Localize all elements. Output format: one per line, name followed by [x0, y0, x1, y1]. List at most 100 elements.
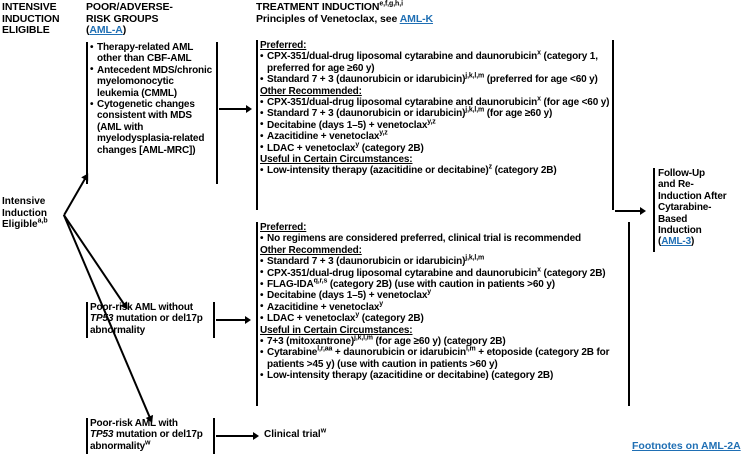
risk-group-2-line2-rest: mutation or del17p: [113, 313, 203, 325]
entry-line3: Eligiblea,b: [2, 217, 64, 231]
arrowhead-treatment-to-outcome: [640, 207, 646, 215]
header-col2-line3: (AML-A): [86, 24, 196, 37]
list-item: CPX-351/dual-drug liposomal cytarabine a…: [260, 266, 626, 279]
paren-close: ): [122, 24, 127, 36]
treatment-2-other-heading: Other Recommended:: [260, 244, 362, 256]
list-item: Decitabine (days 1–5) + venetoclaxy: [260, 289, 626, 302]
risk-group-3-gene: TP53: [90, 429, 114, 441]
arrowhead-group1-to-treatment1: [246, 105, 252, 113]
list-item: CPX-351/dual-drug liposomal cytarabine a…: [260, 50, 610, 74]
risk-group-3: Poor-risk AML with TP53 mutation or del1…: [90, 418, 214, 452]
treatment-2-preferred-item-1: No regimens are considered preferred, cl…: [267, 233, 581, 245]
outcome-left-bar: [653, 168, 655, 252]
entry-line3-superscript: a,b: [37, 217, 48, 225]
risk-group-3-line2: TP53 mutation or del17p: [90, 429, 214, 440]
arrowhead-group2-to-treatment2: [245, 316, 251, 324]
treatment-3-superscript: w: [320, 427, 327, 435]
paren-open: (: [86, 24, 90, 36]
treatment-block-1: Preferred: CPX-351/dual-drug liposomal c…: [260, 40, 610, 177]
treatment-2-preferred-list: No regimens are considered preferred, cl…: [260, 233, 626, 245]
outcome-line3: Induction After: [658, 190, 727, 202]
risk-group-3-line3: abnormalityw: [90, 439, 214, 452]
treatment-2-preferred-heading: Preferred:: [260, 222, 307, 233]
list-item: Azacitidine + venetoclaxy,z: [260, 130, 610, 143]
list-item: Standard 7 + 3 (daunorubicin or idarubic…: [260, 255, 626, 268]
entry-line3-text: Eligible: [2, 219, 38, 231]
link-aml-k[interactable]: AML-K: [399, 12, 434, 25]
header-col2-line2: RISK GROUPS: [86, 12, 159, 25]
list-item: FLAG-IDAq,r,s (category 2B) (use with ca…: [260, 278, 626, 291]
treatment-1-preferred-list: CPX-351/dual-drug liposomal cytarabine a…: [260, 50, 610, 86]
treatment-1-right-bar: [612, 40, 614, 210]
header-col1-line2: INDUCTION: [2, 12, 60, 25]
connector-group2-to-treatment2: [216, 319, 246, 321]
risk-group-1: Therapy-related AML other than CBF-AML A…: [90, 42, 216, 156]
outcome-line1: Follow-Up: [658, 168, 705, 179]
list-item: Low-intensity therapy (azacitidine or de…: [260, 370, 626, 382]
list-item: Azacitidine + venetoclaxy: [260, 301, 626, 314]
footnotes-container: Footnotes on AML-2A: [632, 436, 741, 454]
arrowhead-group3-to-treatment3: [253, 432, 259, 440]
link-aml-3[interactable]: AML-3: [661, 236, 691, 248]
outcome-line5: Based: [658, 213, 688, 225]
risk-group-3-line2-rest: mutation or del17p: [113, 429, 203, 441]
treatment-2-right-bar: [628, 222, 630, 406]
treatment-3-text: Clinical trial: [264, 429, 321, 440]
treatment-block-2: Preferred: No regimens are considered pr…: [260, 222, 626, 382]
outcome-node: Follow-Up and Re- Induction After Cytara…: [658, 168, 748, 248]
treatment-1-left-bar: [256, 40, 258, 210]
list-item: Therapy-related AML other than CBF-AML: [90, 42, 216, 65]
treatment-2-left-bar: [256, 222, 258, 406]
connector-group1-to-treatment1: [219, 108, 247, 110]
header-column-2: POOR/ADVERSE- RISK GROUPS (AML-A): [86, 1, 196, 37]
list-item: Low-intensity therapy (azacitidine or de…: [260, 164, 610, 177]
risk-group-1-item-3: Cytogenetic changes consistent with MDS …: [97, 99, 205, 156]
risk-group-2-line1: Poor-risk AML without: [90, 302, 193, 313]
risk-group-1-item-2: Antecedent MDS/chronic myelomonocytic le…: [97, 64, 213, 99]
list-item: Decitabine (days 1–5) + venetoclaxy,z: [260, 119, 610, 132]
entry-node-intensive-induction-eligible: Intensive Induction Eligiblea,b: [2, 196, 64, 231]
arrow-entry-to-group1: [63, 174, 88, 216]
header-col1-line3: ELIGIBLE: [2, 24, 50, 36]
header-col3-line1: TREATMENT INDUCTIONe,f,g,h,i: [256, 1, 586, 14]
treatment-2-useful-list: 7+3 (mitoxantrone)j,k,l,m (for age ≥60 y…: [260, 335, 626, 382]
arrow-entry-to-group2: [63, 214, 128, 309]
risk-group-1-item-1: Therapy-related AML other than CBF-AML: [97, 42, 194, 65]
list-item: Standard 7 + 3 (daunorubicin or idarubic…: [260, 107, 610, 120]
connector-treatment-to-outcome: [615, 210, 641, 212]
principles-text: Principles of Venetoclax, see: [256, 12, 400, 25]
link-aml-a[interactable]: AML-A: [89, 24, 123, 36]
connector-group3-to-treatment3: [216, 435, 254, 437]
risk-group-2-left-bar: [86, 302, 88, 338]
risk-group-2-right-bar: [213, 302, 215, 338]
header-col3-title: TREATMENT INDUCTION: [256, 1, 380, 13]
risk-group-2-line3: abnormality: [90, 324, 146, 336]
header-col2-line1: POOR/ADVERSE-: [86, 1, 173, 13]
risk-group-3-line3-text: abnormality: [90, 440, 146, 452]
risk-group-3-left-bar: [86, 418, 88, 454]
risk-group-2-gene: TP53: [90, 313, 114, 325]
entry-line2: Induction: [2, 207, 47, 219]
entry-line1: Intensive: [2, 196, 46, 207]
treatment-1-preferred-heading: Preferred:: [260, 40, 307, 51]
risk-group-3-line1: Poor-risk AML with: [90, 418, 178, 429]
list-item: Standard 7 + 3 (daunorubicin or idarubic…: [260, 73, 610, 86]
list-item: LDAC + venetoclaxy (category 2B): [260, 141, 610, 154]
outcome-line6: Induction: [658, 225, 702, 237]
list-item: Cytogenetic changes consistent with MDS …: [90, 99, 216, 156]
list-item: Antecedent MDS/chronic myelomonocytic le…: [90, 64, 216, 99]
list-item: No regimens are considered preferred, cl…: [260, 233, 626, 245]
treatment-2-other-list: Standard 7 + 3 (daunorubicin or idarubic…: [260, 255, 626, 325]
outcome-line2: and Re-: [658, 179, 694, 191]
header-col3-line2: Principles of Venetoclax, see AML-K: [256, 12, 586, 26]
header-column-3: TREATMENT INDUCTIONe,f,g,h,i Principles …: [256, 1, 586, 26]
risk-group-2-line2: TP53 mutation or del17p: [90, 313, 214, 324]
outcome-paren-open: (: [658, 236, 662, 248]
list-item: 7+3 (mitoxantrone)j,k,l,m (for age ≥60 y…: [260, 335, 626, 348]
header-col1-line1: INTENSIVE: [2, 1, 57, 13]
link-footnotes-aml-2a[interactable]: Footnotes on AML-2A: [632, 440, 741, 452]
list-item: CPX-351/dual-drug liposomal cytarabine a…: [260, 96, 610, 109]
risk-group-1-left-bar: [86, 42, 88, 184]
header-column-1: INTENSIVE INDUCTION ELIGIBLE: [2, 1, 82, 37]
risk-group-1-right-bar: [216, 42, 218, 184]
